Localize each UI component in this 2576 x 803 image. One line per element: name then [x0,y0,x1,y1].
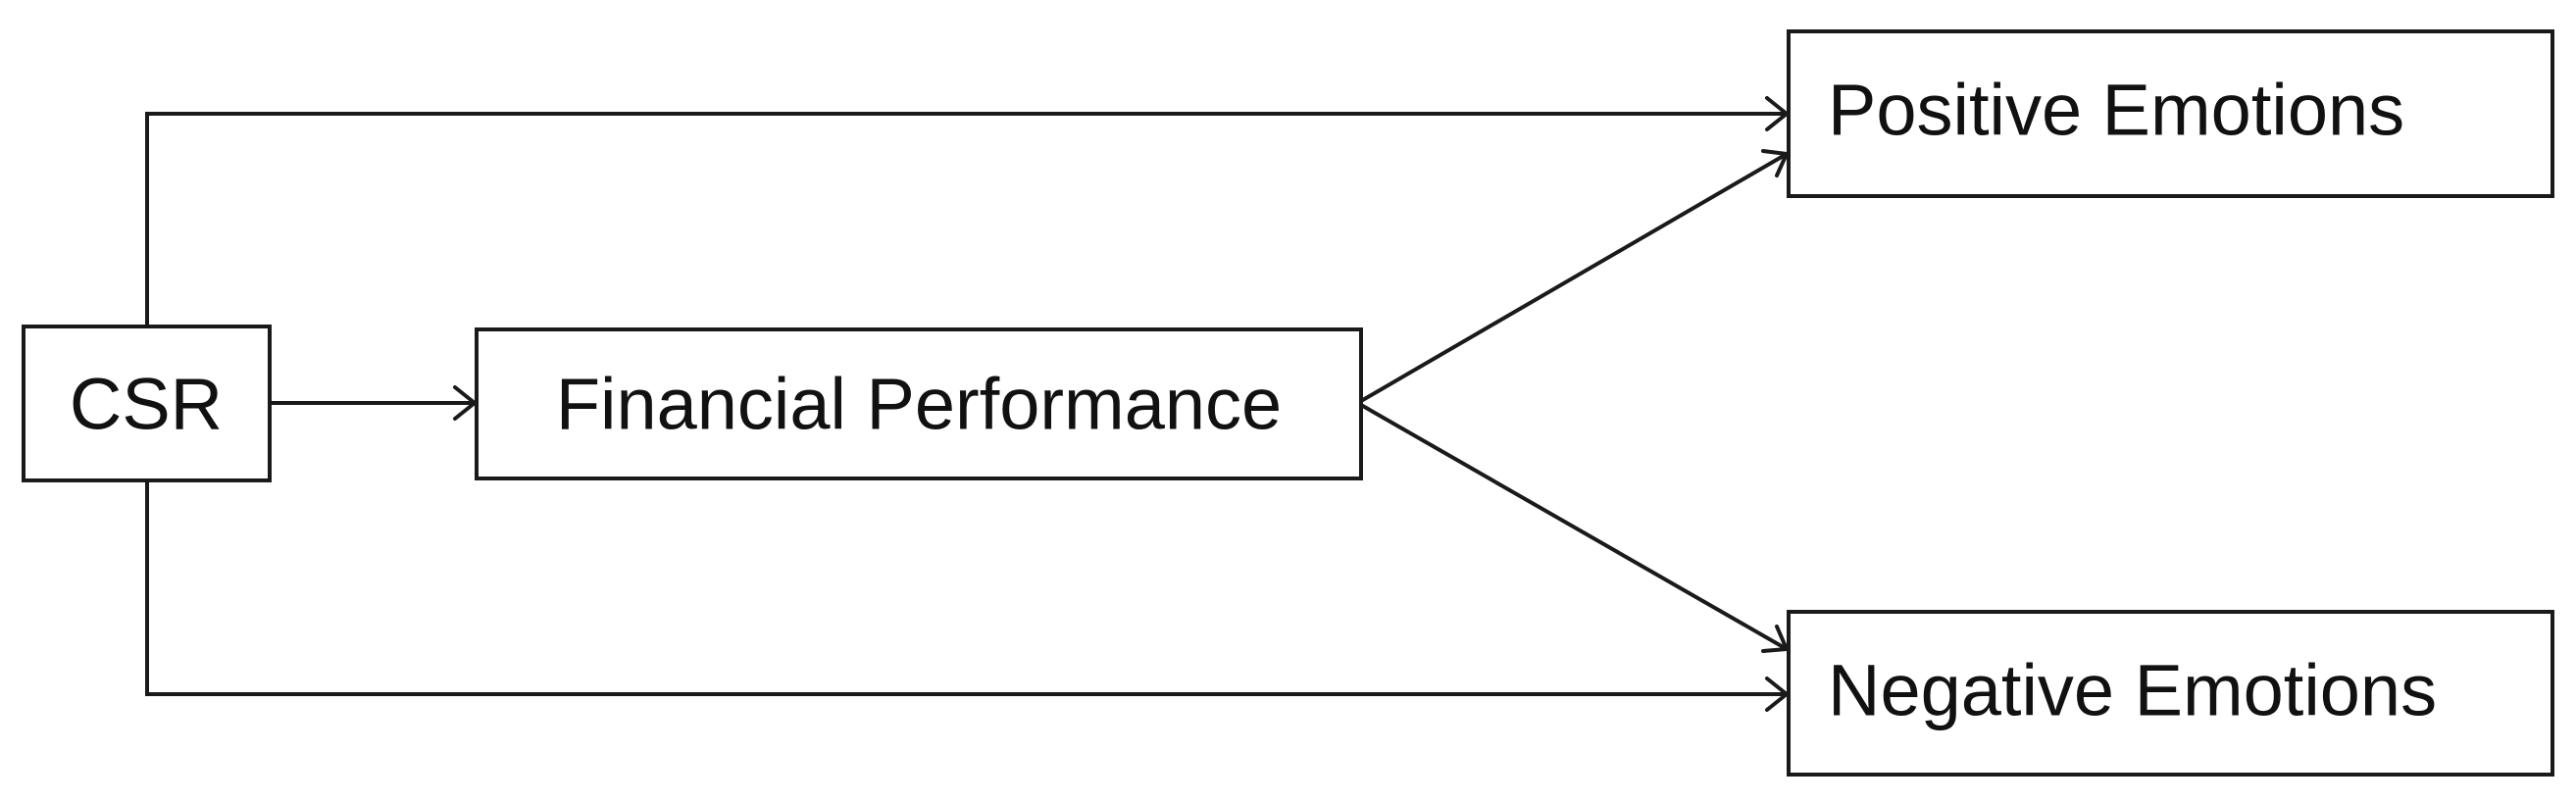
node-csr: CSR [22,325,272,482]
node-positive-label: Positive Emotions [1828,70,2404,151]
node-negative-emotions: Negative Emotions [1787,610,2554,777]
node-financial-label: Financial Performance [556,364,1282,445]
node-negative-label: Negative Emotions [1828,650,2437,731]
edge-financial-positive [1359,152,1789,403]
edge-csr-negative [145,480,1787,696]
node-negative-box [1787,610,2554,777]
node-positive-box [1787,29,2554,198]
edges [145,96,1789,712]
node-financial-box [475,327,1363,480]
node-csr-label: CSR [70,364,223,445]
node-financial-performance: Financial Performance [475,327,1363,480]
node-csr-box [22,325,272,482]
edge-csr-positive [145,112,1787,326]
node-positive-emotions: Positive Emotions [1787,29,2554,198]
arrowhead-financial-positive [1761,149,1789,177]
edge-financial-negative [1360,403,1788,651]
